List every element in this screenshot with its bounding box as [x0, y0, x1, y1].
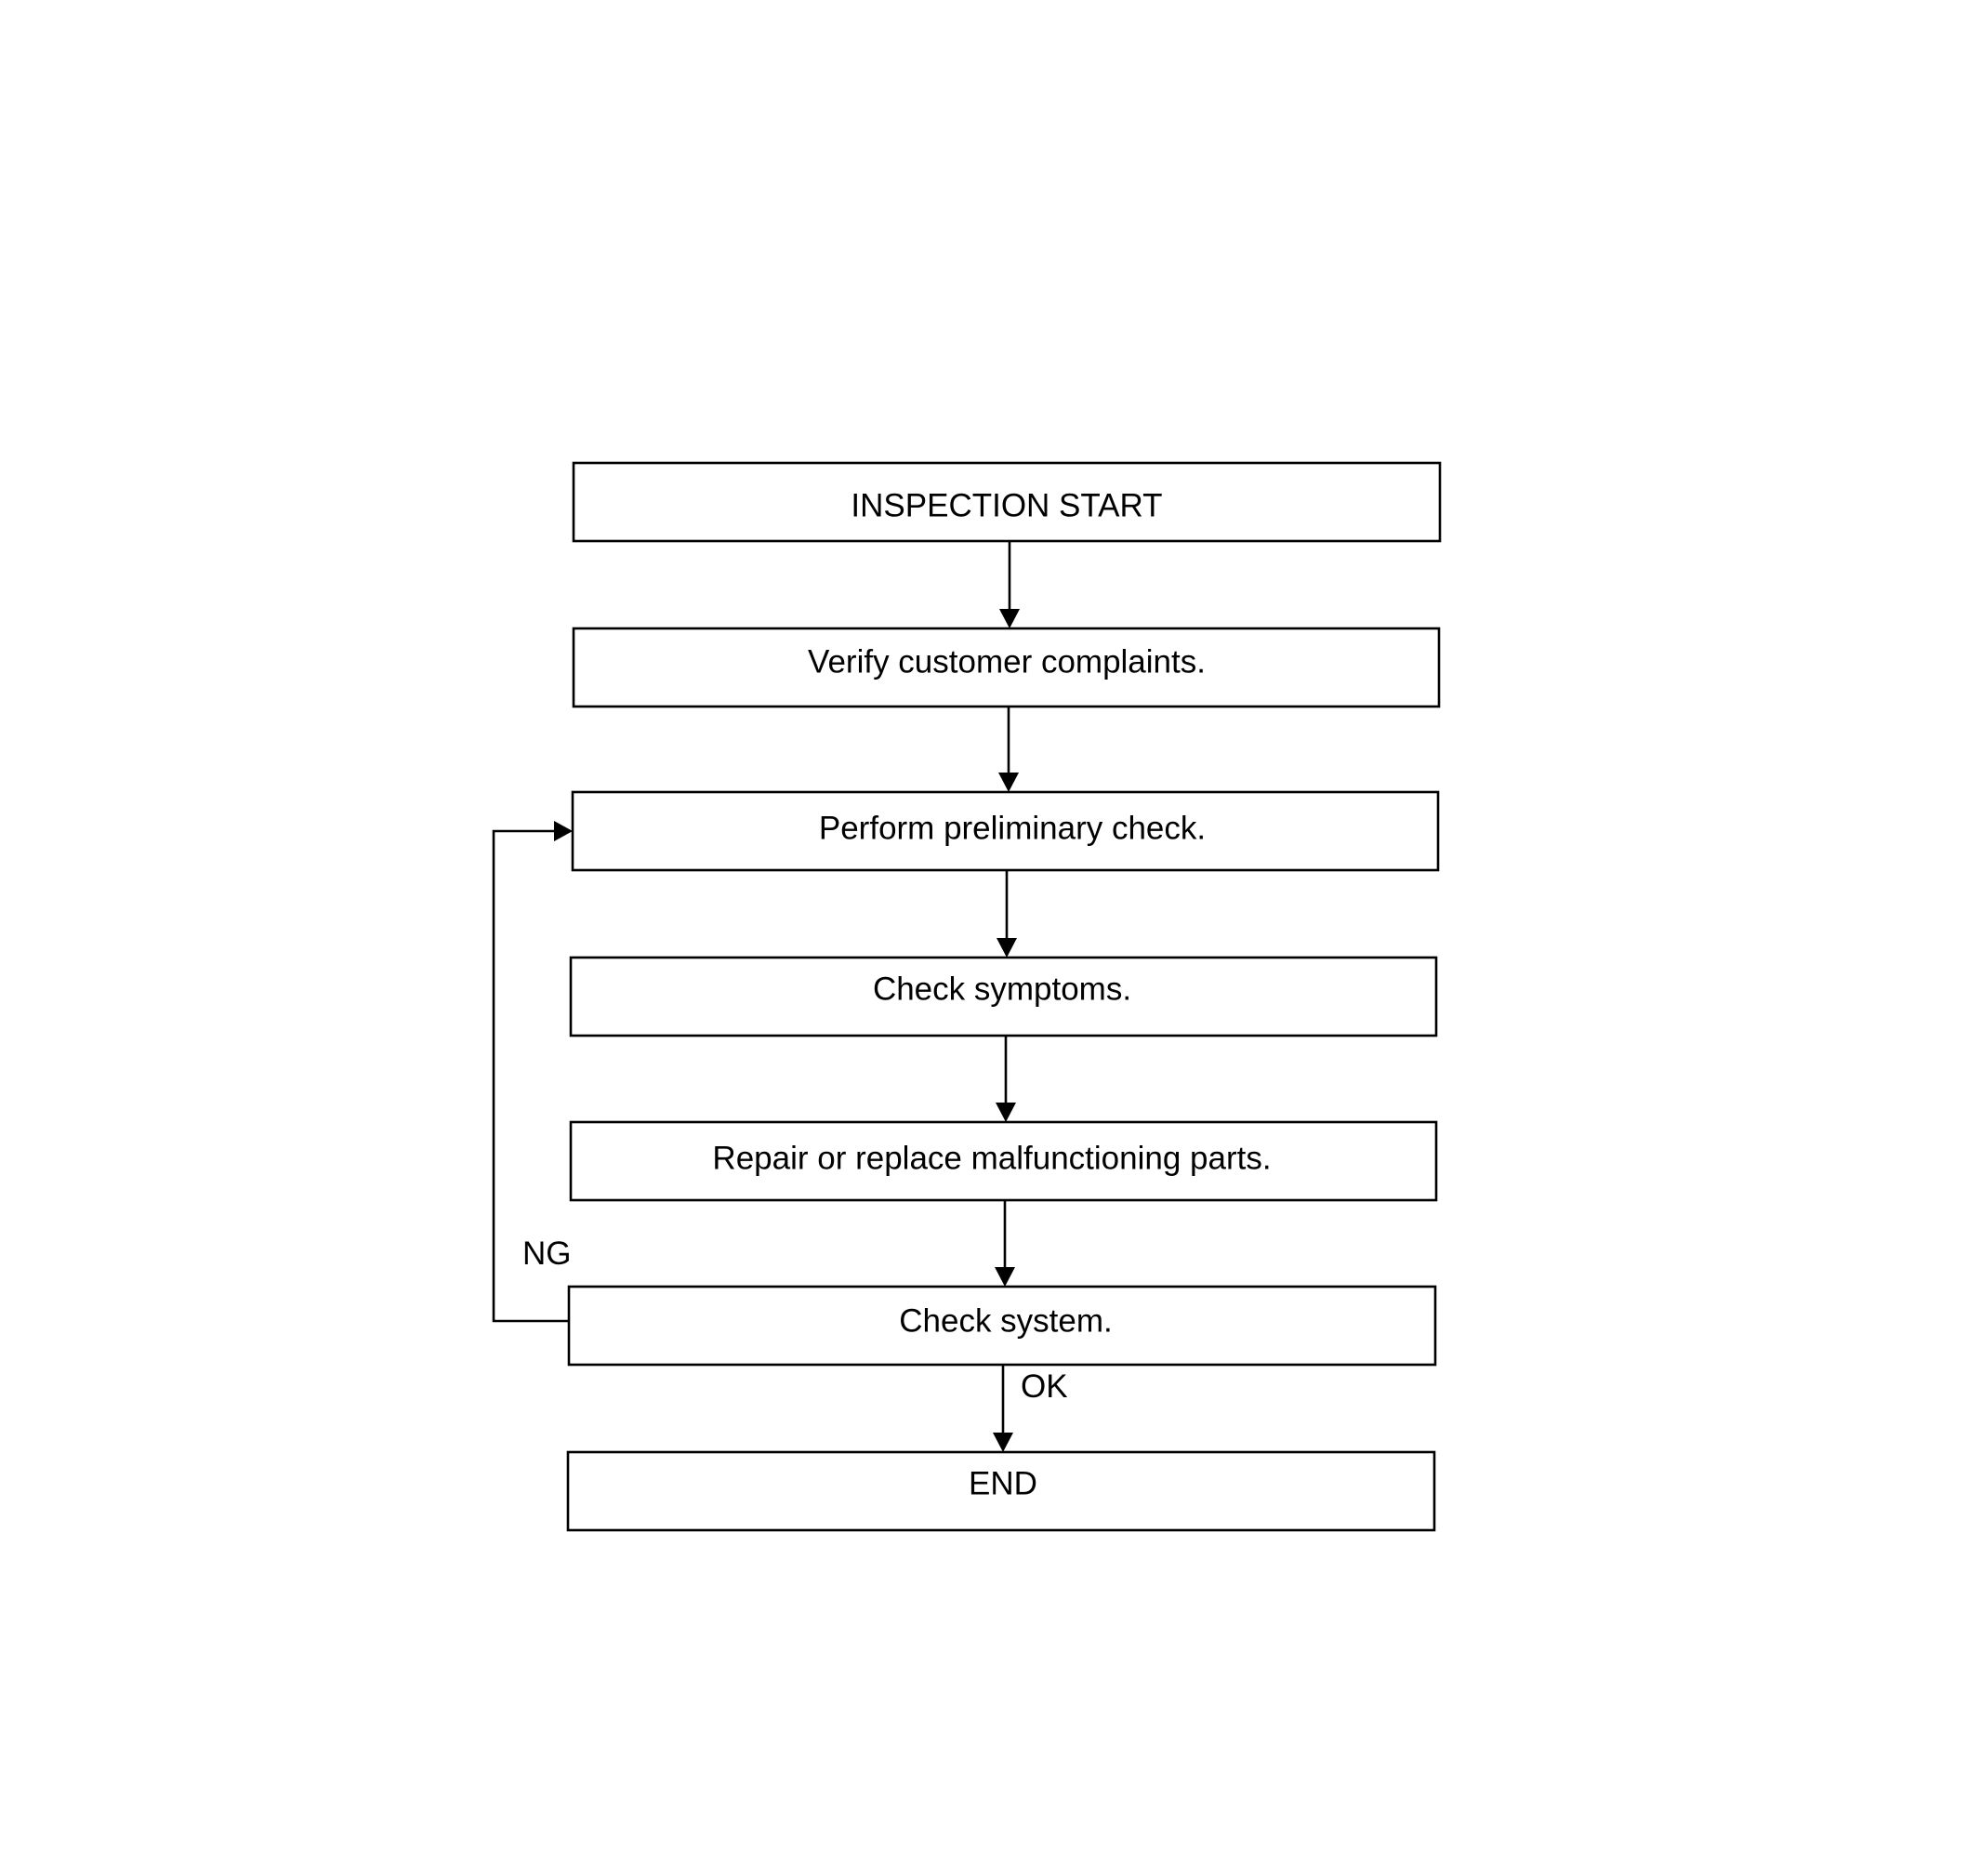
ok-label: OK [1021, 1368, 1068, 1405]
step-perform-preliminary-check: Perform preliminary check. [571, 790, 1440, 872]
step-end: END [566, 1450, 1436, 1532]
step-label: Check system. [899, 1302, 1113, 1339]
step-check-symptoms: Check symptoms. [569, 956, 1438, 1037]
arrow-repair-to-check-system [995, 1200, 1015, 1287]
step-label: Verify customer complaints. [808, 643, 1206, 680]
step-inspection-start: INSPECTION START [572, 461, 1442, 543]
step-label: INSPECTION START [851, 487, 1162, 523]
arrow-check-system-to-end [993, 1365, 1013, 1452]
step-repair-or-replace-parts: Repair or replace malfunctioning parts. [569, 1120, 1438, 1202]
step-label: Check symptoms. [873, 971, 1131, 1007]
arrow-start-to-verify [999, 541, 1020, 628]
arrow-symptoms-to-repair [996, 1036, 1016, 1122]
arrow-verify-to-preliminary [998, 707, 1019, 792]
arrow-ng-loop-back [492, 821, 573, 1323]
step-verify-customer-complaints: Verify customer complaints. [572, 627, 1441, 708]
step-label: Repair or replace malfunctioning parts. [712, 1140, 1271, 1176]
step-label: Perform preliminary check. [819, 810, 1206, 846]
arrow-preliminary-to-symptoms [997, 870, 1017, 958]
step-check-system: Check system. [567, 1285, 1437, 1367]
step-label: END [969, 1465, 1037, 1501]
ng-label: NG [522, 1235, 572, 1272]
